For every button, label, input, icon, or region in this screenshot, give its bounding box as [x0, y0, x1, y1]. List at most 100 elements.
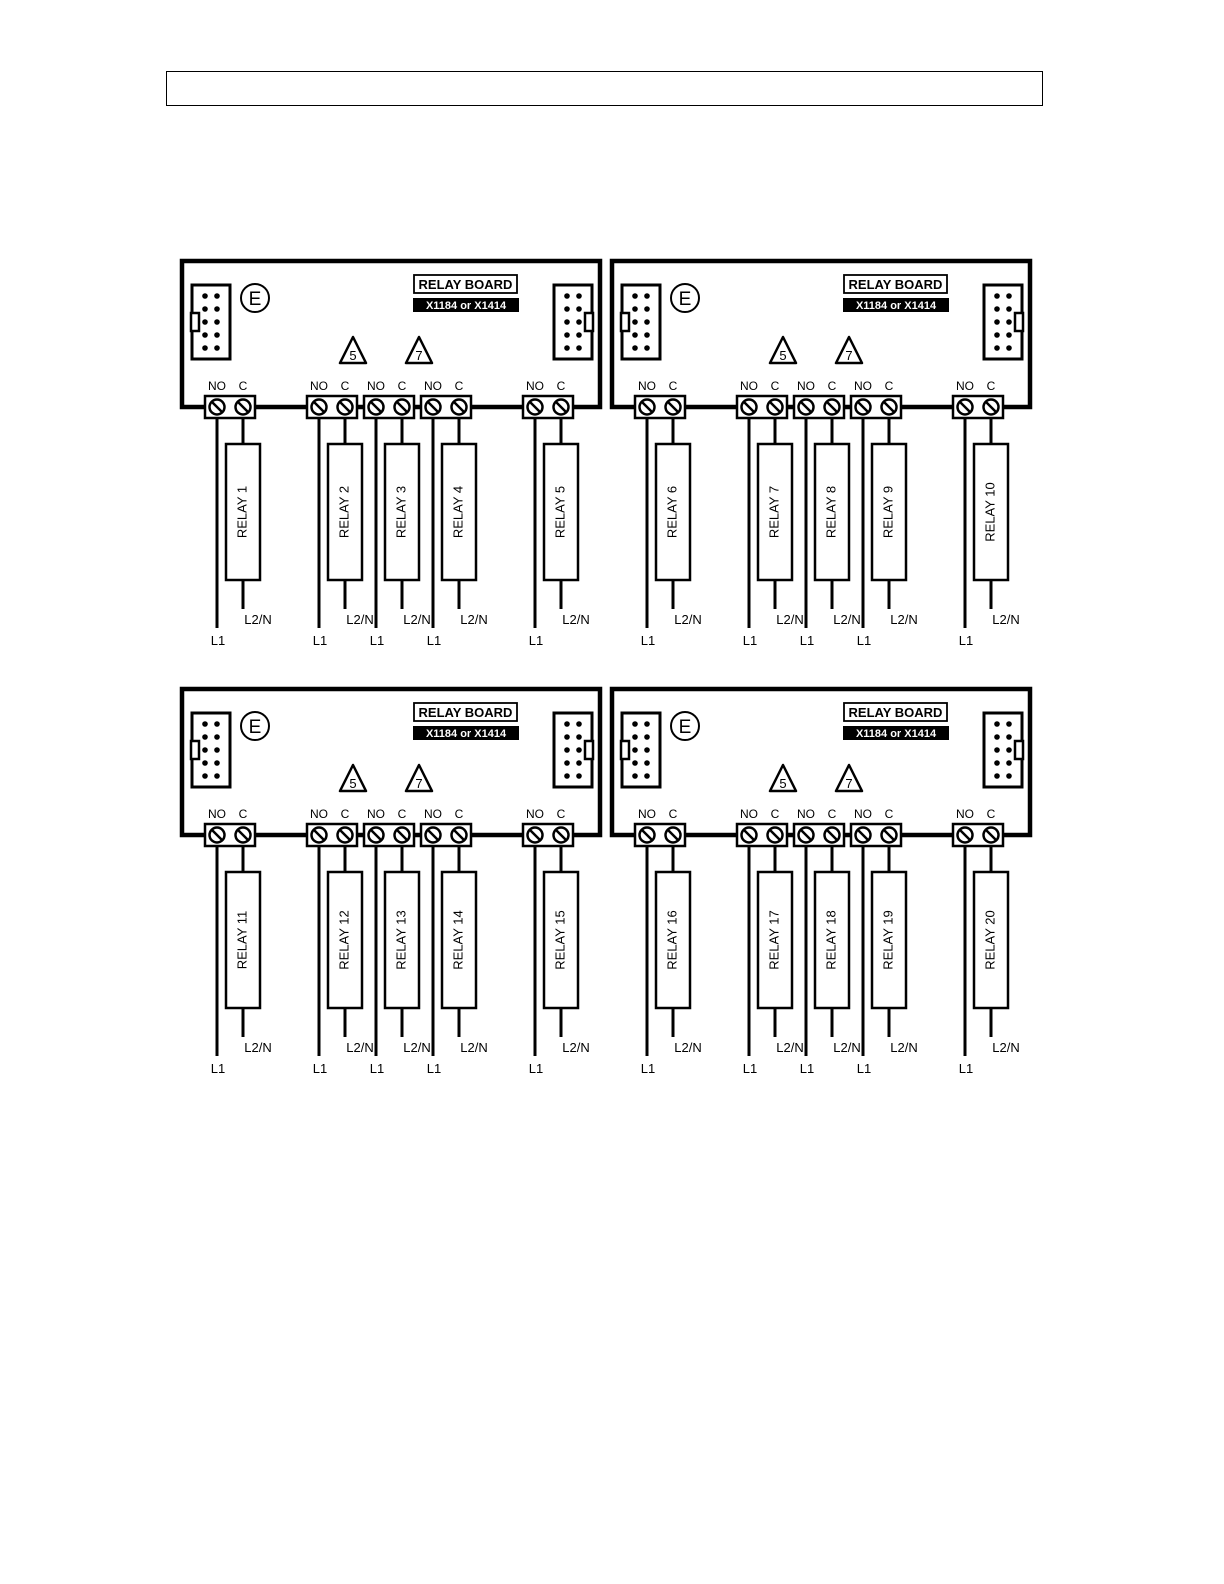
- relay-label: RELAY 19: [880, 910, 895, 970]
- relay-label: RELAY 4: [450, 486, 465, 538]
- terminal-c-label: C: [455, 807, 464, 821]
- relay-coil: RELAY 12: [326, 870, 364, 1010]
- terminal-no-label: NO: [638, 807, 656, 821]
- relay-coil: RELAY 19: [870, 870, 908, 1010]
- terminal-c-label: C: [557, 807, 566, 821]
- relay-label: RELAY 10: [982, 482, 997, 542]
- wire-l1-label: L1: [529, 1061, 543, 1076]
- relay-label: RELAY 12: [336, 910, 351, 970]
- screw-terminal-icon: [336, 826, 354, 844]
- terminal-c-label: C: [771, 807, 780, 821]
- screw-terminal-icon: [336, 398, 354, 416]
- wire-l1-label: L1: [641, 1061, 655, 1076]
- relay-label: RELAY 20: [982, 910, 997, 970]
- board-model-badge: [413, 298, 519, 312]
- terminal-no-label: NO: [638, 379, 656, 393]
- terminal-block: NO C: [792, 807, 846, 848]
- screw-terminal-icon: [208, 826, 226, 844]
- terminal-c-label: C: [341, 807, 350, 821]
- relay-coil: RELAY 3: [383, 442, 421, 582]
- terminal-c-label: C: [828, 379, 837, 393]
- wire-l1-label: L1: [743, 633, 757, 648]
- warning-triangle-icon: 5: [768, 763, 798, 793]
- screw-terminal-icon: [797, 398, 815, 416]
- screw-terminal-icon: [740, 826, 758, 844]
- wire-l1-label: L1: [641, 633, 655, 648]
- terminal-no-label: NO: [740, 807, 758, 821]
- relay-coil: RELAY 10: [972, 442, 1010, 582]
- terminal-c-label: C: [885, 807, 894, 821]
- screw-terminal-icon: [982, 398, 1000, 416]
- screw-terminal-icon: [664, 398, 682, 416]
- relay-label: RELAY 11: [234, 911, 249, 970]
- board-model: X1184 or X1414: [856, 300, 937, 312]
- relay-label: RELAY 5: [552, 486, 567, 538]
- screw-terminal-icon: [982, 826, 1000, 844]
- relay-coil: RELAY 2: [326, 442, 364, 582]
- wire-l2n-label: L2/N: [890, 1040, 917, 1055]
- screw-terminal-icon: [424, 398, 442, 416]
- screw-terminal-icon: [393, 826, 411, 844]
- terminal-no-label: NO: [797, 379, 815, 393]
- screw-terminal-icon: [450, 398, 468, 416]
- terminal-c-label: C: [455, 379, 464, 393]
- earth-label: E: [679, 717, 692, 738]
- earth-icon: E: [240, 711, 270, 741]
- terminal-no-label: NO: [797, 807, 815, 821]
- relay-label: RELAY 6: [664, 486, 679, 538]
- wire-l2n-label: L2/N: [890, 612, 917, 627]
- terminal-c-label: C: [828, 807, 837, 821]
- terminal-c-label: C: [239, 379, 248, 393]
- screw-terminal-icon: [526, 826, 544, 844]
- wire-l2n-label: L2/N: [460, 1040, 487, 1055]
- terminal-no-label: NO: [424, 379, 442, 393]
- screw-terminal-icon: [450, 826, 468, 844]
- screw-terminal-icon: [766, 398, 784, 416]
- screw-terminal-icon: [854, 826, 872, 844]
- screw-terminal-icon: [234, 398, 252, 416]
- warning-number: 7: [845, 776, 852, 791]
- screw-terminal-icon: [367, 826, 385, 844]
- ribbon-connector: [189, 283, 232, 361]
- wire-l1-label: L1: [313, 633, 327, 648]
- relay-label: RELAY 14: [450, 910, 465, 970]
- board-title-frame: [843, 274, 948, 294]
- warning-number: 5: [349, 776, 356, 791]
- relay-coil: RELAY 18: [813, 870, 851, 1010]
- screw-terminal-icon: [740, 398, 758, 416]
- screw-terminal-icon: [424, 826, 442, 844]
- relay-coil: RELAY 14: [440, 870, 478, 1010]
- relay-label: RELAY 17: [766, 910, 781, 970]
- warning-triangle-icon: 7: [404, 763, 434, 793]
- screw-terminal-icon: [766, 826, 784, 844]
- board-title: RELAY BOARD: [849, 705, 943, 720]
- terminal-c-label: C: [669, 379, 678, 393]
- relay-label: RELAY 18: [823, 910, 838, 970]
- screw-terminal-icon: [393, 398, 411, 416]
- wire-l2n-label: L2/N: [833, 612, 860, 627]
- wire-l2n-label: L2/N: [833, 1040, 860, 1055]
- screw-terminal-icon: [956, 826, 974, 844]
- screw-terminal-icon: [797, 826, 815, 844]
- board-model-badge: [843, 726, 949, 740]
- ribbon-connector: [552, 283, 595, 361]
- earth-icon: E: [670, 283, 700, 313]
- terminal-no-label: NO: [526, 807, 544, 821]
- wire-l2n-label: L2/N: [674, 1040, 701, 1055]
- warning-triangle-icon: 5: [338, 335, 368, 365]
- relay-coil: RELAY 5: [542, 442, 580, 582]
- wire-l1-label: L1: [800, 633, 814, 648]
- terminal-no-label: NO: [956, 807, 974, 821]
- ribbon-connector: [982, 711, 1025, 789]
- ribbon-connector: [552, 711, 595, 789]
